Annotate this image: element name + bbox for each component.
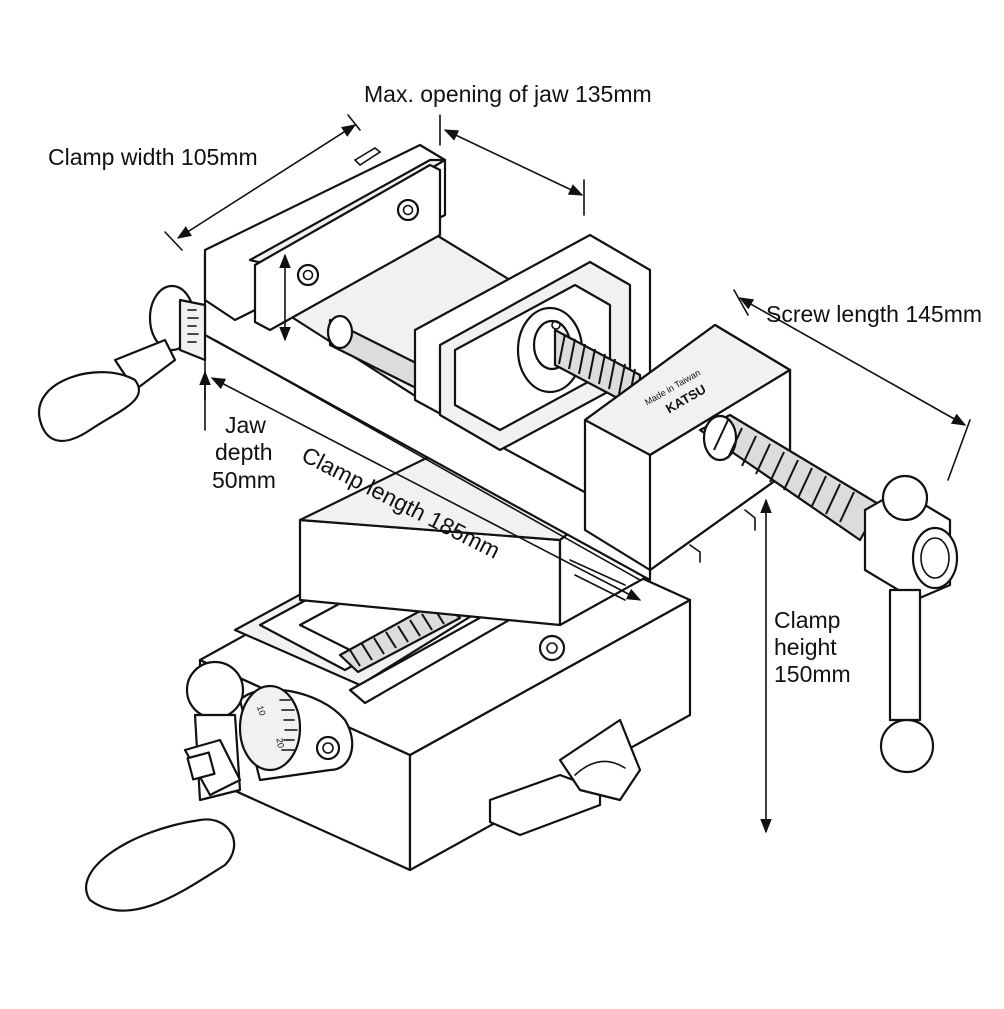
clamp-height-label-1: Clamp [774, 607, 840, 633]
jaw-depth-label-3: 50mm [212, 467, 276, 493]
dimension-lines [164, 114, 971, 834]
clamp-length-arrow-icon [210, 377, 642, 601]
clamp-height-label-2: height [774, 634, 837, 660]
vise-body: Made in Taiwan KATSU [203, 143, 882, 582]
dial-mark-20: 20 [274, 737, 286, 749]
right-handle-knob-icon [863, 474, 959, 774]
lower-left-handle-knob-icon: 20 10 [85, 660, 354, 912]
screw-length-arrow-icon [738, 297, 967, 426]
clamp-width-arrow-icon [176, 124, 357, 239]
clamp-height-label-3: 150mm [774, 661, 851, 687]
max-opening-arrow-icon [443, 129, 584, 196]
upper-left-handle-knob-icon [37, 284, 207, 442]
max-opening-label: Max. opening of jaw 135mm [364, 81, 652, 107]
lower-lead-screw-icon [338, 598, 462, 674]
screw-length-label: Screw length 145mm [766, 301, 982, 327]
jaw-depth-label-1: Jaw [225, 412, 266, 438]
dial-mark-10: 10 [255, 704, 268, 717]
clamp-width-label: Clamp width 105mm [48, 144, 258, 170]
jaw-depth-label-2: depth [215, 439, 273, 465]
